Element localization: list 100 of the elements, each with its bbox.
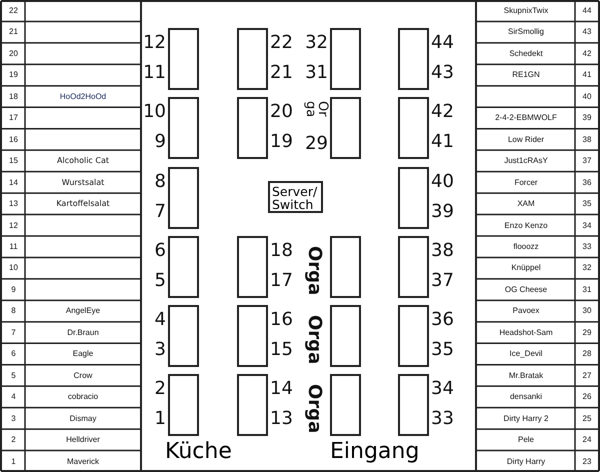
seat-number: 15 <box>270 341 293 359</box>
seat-number: 5 <box>154 272 166 290</box>
player-name: Dr.Braun <box>66 326 100 339</box>
seat-number: 35 <box>431 341 454 359</box>
player-name: SkupnixTwix <box>502 5 550 17</box>
seat-number: 34 <box>582 220 592 232</box>
seat-number: 3 <box>10 412 17 425</box>
seat-number: 18 <box>8 90 19 103</box>
seat-number: 29 <box>582 326 592 339</box>
seat-number: 20 <box>8 48 19 60</box>
entrance-label: Eingang <box>330 439 420 465</box>
seat-number: 42 <box>582 48 592 60</box>
seat-number: 7 <box>154 203 166 221</box>
seat-number: 13 <box>8 198 19 210</box>
seat-number: 4 <box>10 391 17 404</box>
player-name: Knüppel <box>510 262 542 274</box>
player-name: Dirty Harry 2 <box>502 412 550 425</box>
seat-number: 12 <box>143 34 166 52</box>
player-name: Eagle <box>72 348 94 360</box>
seat-number: 21 <box>270 64 293 82</box>
seat-number: 44 <box>431 34 454 52</box>
seat-number: 31 <box>305 64 328 82</box>
seat-number: 28 <box>582 348 592 360</box>
seat-number: 38 <box>431 242 454 260</box>
orga-label: Orga <box>304 384 324 434</box>
seat-number: 21 <box>8 26 19 38</box>
player-name: 2-4-2-EBMWOLF <box>494 112 558 124</box>
seat-number: 15 <box>8 155 19 168</box>
seat-number: 35 <box>582 198 592 210</box>
player-name: RE1GN <box>511 69 541 82</box>
seat-number: 11 <box>143 64 166 82</box>
player-name: HoOd2HoOd <box>58 90 108 103</box>
server-box: Server/ Switch <box>268 181 323 213</box>
seat-number: 17 <box>8 112 19 124</box>
orga-label: Orga <box>304 315 324 364</box>
seat-number: 24 <box>582 434 592 446</box>
player-name: densanki <box>508 391 544 404</box>
seat-number: 40 <box>582 90 592 103</box>
seat-number: 18 <box>270 242 293 260</box>
seat-number: 32 <box>305 34 328 52</box>
seat-number: 7 <box>10 326 17 339</box>
player-name: Just1cRAsY <box>503 155 549 168</box>
seat-number: 16 <box>270 311 293 329</box>
player-name: OG Cheese <box>504 284 548 296</box>
seat-number: 14 <box>8 176 19 189</box>
seat-number: 14 <box>270 380 293 398</box>
player-name: Forcer <box>513 176 539 189</box>
player-name: Dismay <box>68 412 98 425</box>
seat-number: 43 <box>431 64 454 82</box>
seat-number: 36 <box>582 176 592 189</box>
seat-number: 30 <box>582 305 592 318</box>
seat-number: 20 <box>270 103 293 121</box>
player-name: Crow <box>72 370 94 382</box>
seat-number: 5 <box>10 370 17 382</box>
player-name: XAM <box>516 198 536 210</box>
seat-number: 33 <box>582 241 592 253</box>
player-name: Low Rider <box>506 134 545 146</box>
player-name: Headshot-Sam <box>498 326 554 339</box>
seat-number: 39 <box>431 203 454 221</box>
player-name: Schedekt <box>508 48 544 60</box>
seat-number: 10 <box>8 262 19 274</box>
seat-number: 22 <box>270 34 293 52</box>
player-name: Mr.Bratak <box>508 370 544 382</box>
player-name: Alcoholic Cat <box>56 155 110 168</box>
player-name: Ice_Devil <box>508 348 544 360</box>
seat-number: 37 <box>431 272 454 290</box>
seat-number: 1 <box>10 456 17 468</box>
player-name: Maverick <box>66 456 100 468</box>
seat-number: 41 <box>582 69 592 82</box>
player-name: Helldriver <box>65 434 101 446</box>
seat-number: 8 <box>10 305 17 318</box>
seat-number: 33 <box>431 410 454 428</box>
seat-number: 39 <box>582 112 592 124</box>
seat-number: 26 <box>582 391 592 404</box>
seat-number: 19 <box>8 69 19 82</box>
seat-number: 10 <box>143 103 166 121</box>
seat-number: 2 <box>154 380 166 398</box>
seat-number: 32 <box>582 262 592 274</box>
seat-number: 36 <box>431 311 454 329</box>
seat-number: 43 <box>582 26 592 38</box>
seat-number: 13 <box>270 410 293 428</box>
seat-number: 40 <box>431 173 454 191</box>
seat-number: 42 <box>431 103 454 121</box>
player-name: Wurstsalat <box>60 176 106 189</box>
player-name: cobracio <box>66 391 100 404</box>
seat-number: 16 <box>8 134 19 146</box>
orga-label: Orga <box>304 246 324 296</box>
kitchen-label: Küche <box>165 439 232 465</box>
player-name: Pavoex <box>512 305 540 318</box>
player-name: Dirty Harry <box>506 456 546 468</box>
seat-number: 11 <box>8 241 19 253</box>
player-name: SirSmollig <box>506 26 545 38</box>
seat-number: 8 <box>154 173 166 191</box>
seat-number: 27 <box>582 370 592 382</box>
seat-number: 31 <box>582 284 592 296</box>
seat-number: 29 <box>305 135 328 153</box>
seat-number: 17 <box>270 272 293 290</box>
player-name: flooozz <box>512 241 540 253</box>
seat-number: 1 <box>154 410 166 428</box>
seat-number: 4 <box>154 311 166 329</box>
